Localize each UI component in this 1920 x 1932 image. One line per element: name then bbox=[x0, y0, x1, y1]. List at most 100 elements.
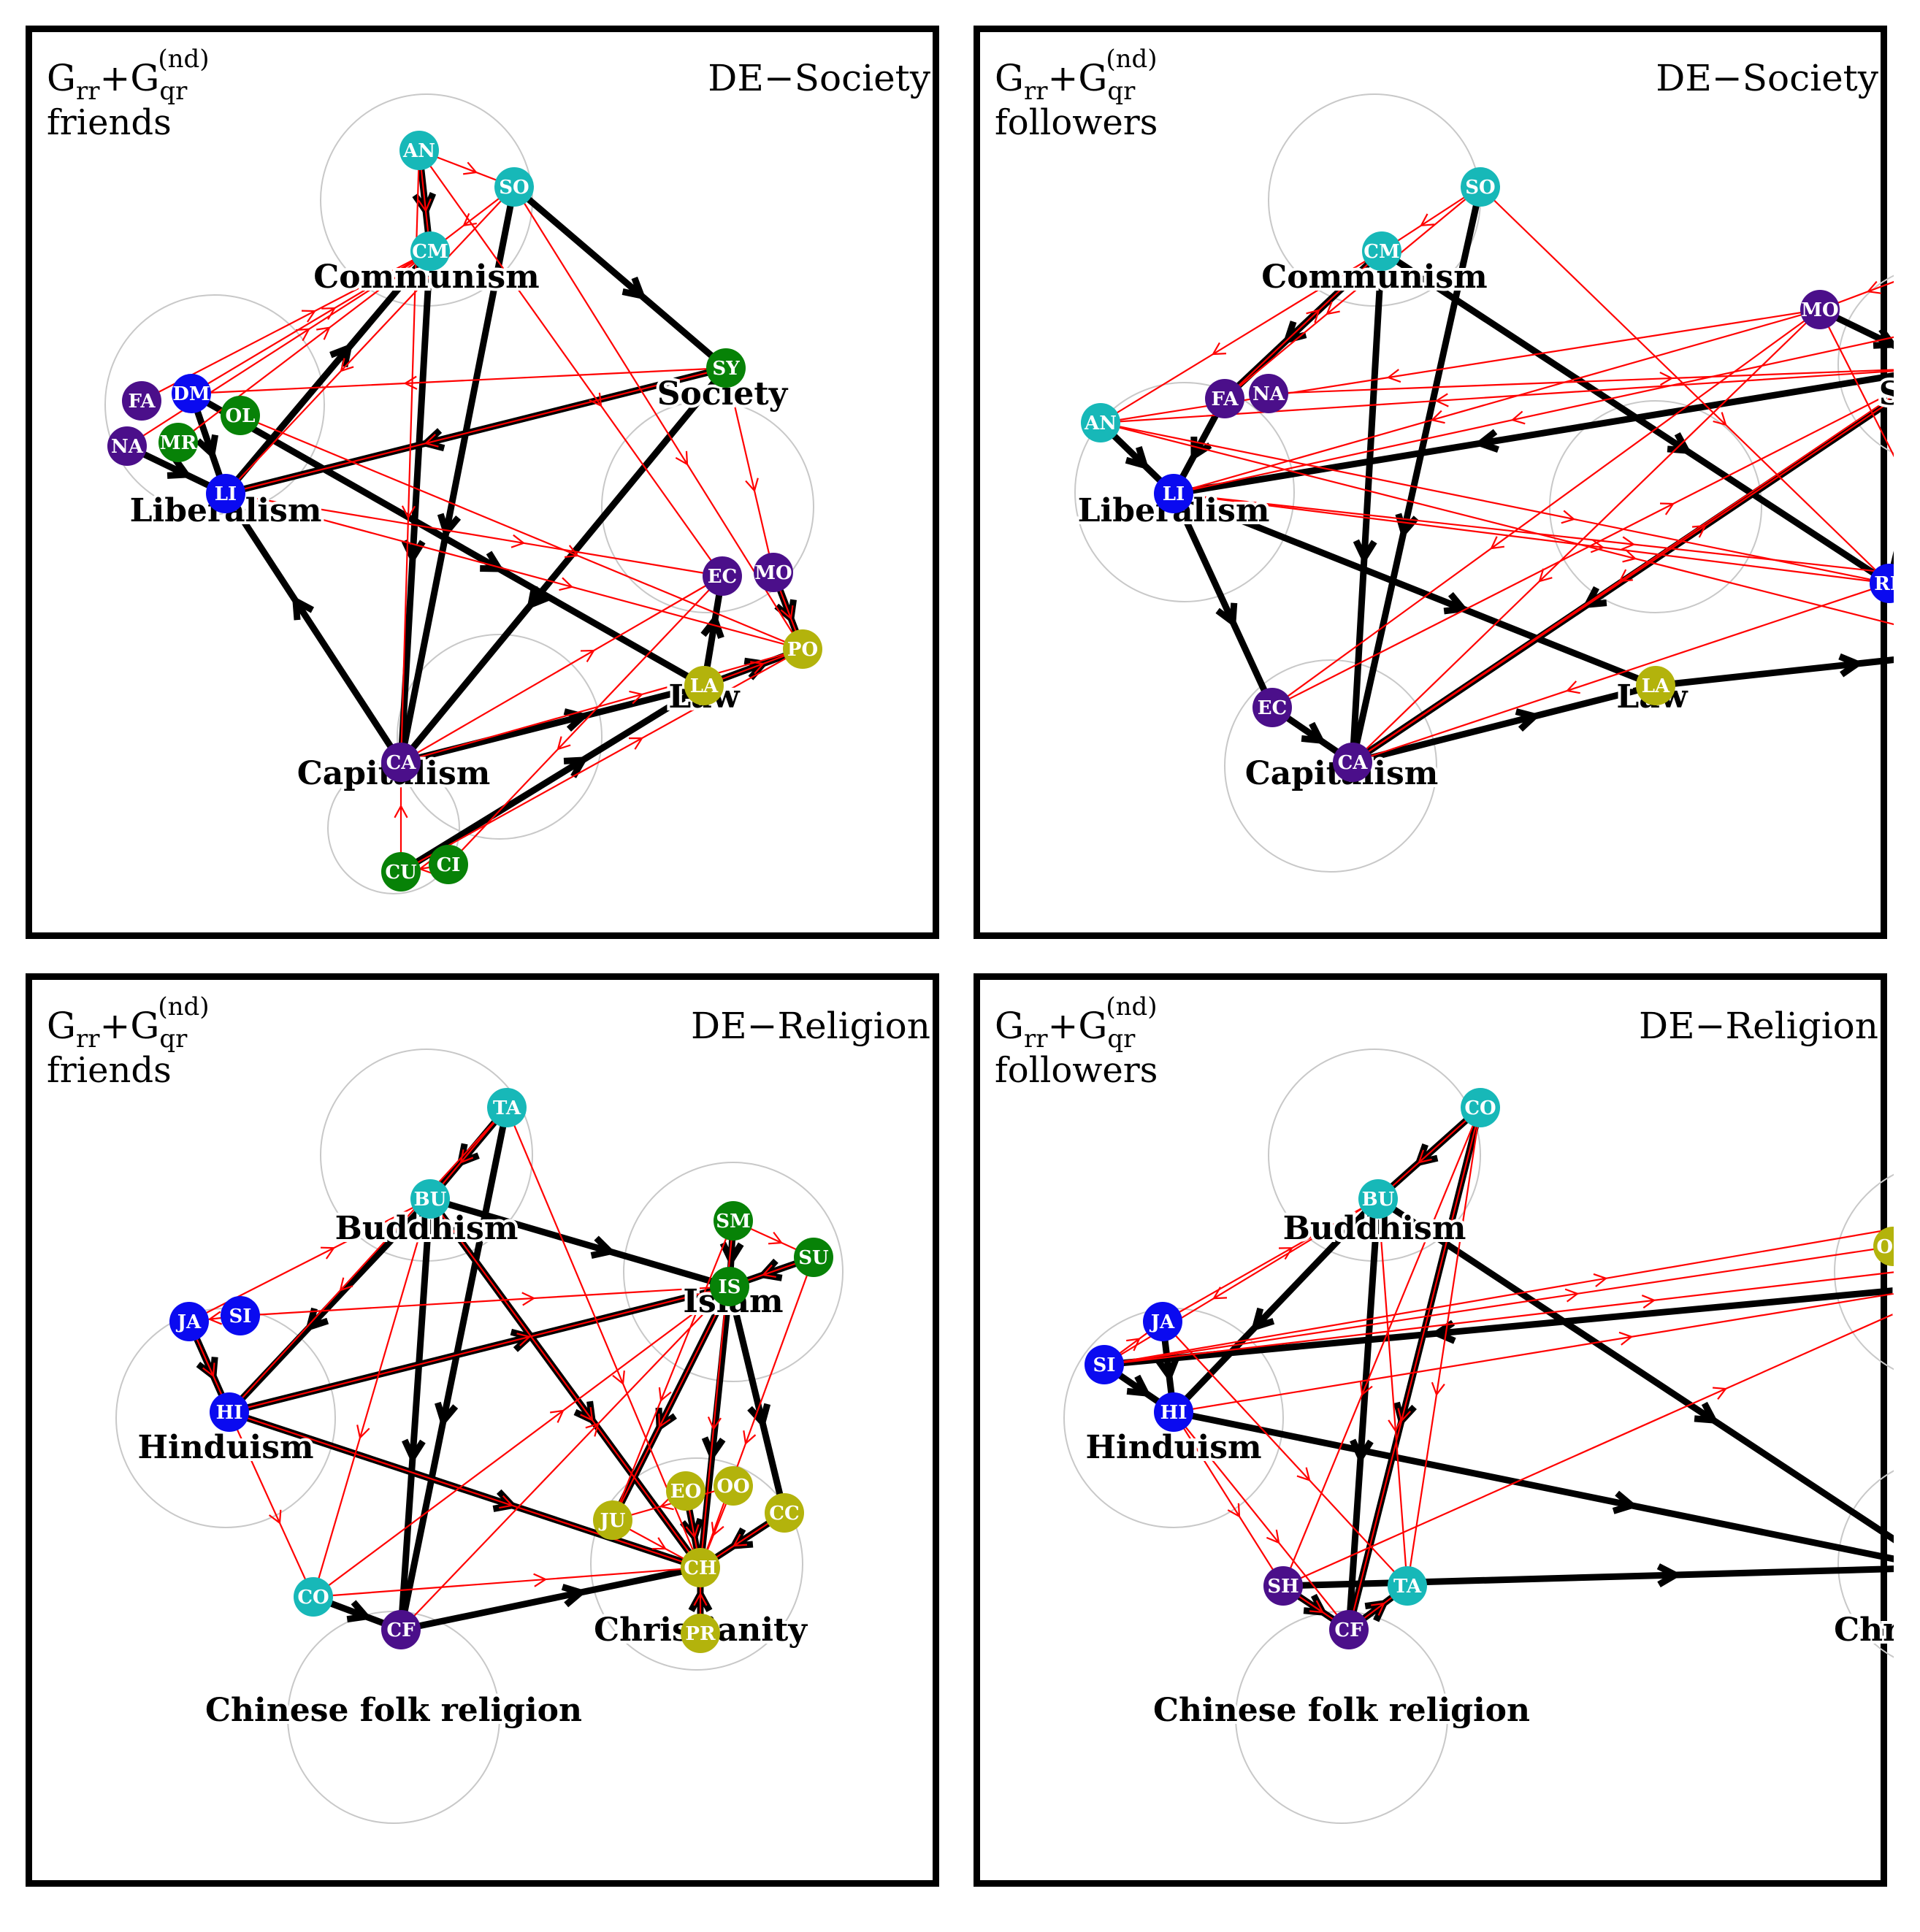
node-eo: EO bbox=[666, 1471, 705, 1511]
red-edge-arrowhead bbox=[580, 1407, 594, 1422]
node-co: CO bbox=[1461, 1088, 1500, 1127]
node-label: BU bbox=[1362, 1189, 1395, 1211]
node-label: OL bbox=[226, 405, 256, 427]
node-label: JA bbox=[176, 1311, 202, 1333]
red-edge-arrowhead bbox=[693, 1592, 708, 1606]
node-circle bbox=[684, 666, 724, 705]
group-circle bbox=[590, 1457, 803, 1671]
node-cf: CF bbox=[381, 1610, 421, 1649]
red-edge-line bbox=[1406, 1106, 1482, 1587]
node-circle bbox=[429, 845, 468, 884]
node-is: IS bbox=[710, 1267, 749, 1306]
node-label: CF bbox=[386, 1619, 416, 1641]
black-edge bbox=[1349, 248, 1385, 766]
red-edge-arrowhead bbox=[1296, 1467, 1311, 1481]
node-circle bbox=[1333, 743, 1372, 782]
black-edge-line bbox=[397, 1564, 704, 1633]
red-edge-line bbox=[1271, 308, 1821, 709]
node-label: BU bbox=[414, 1189, 447, 1211]
node-circle bbox=[1870, 564, 1894, 603]
node-circle bbox=[399, 131, 439, 170]
red-edge-arrowhead bbox=[1359, 1381, 1373, 1397]
node-label: LI bbox=[1163, 483, 1185, 505]
red-edge-arrowhead bbox=[550, 1409, 565, 1423]
red-edge-arrowhead bbox=[564, 545, 580, 559]
node-su: SU bbox=[794, 1238, 833, 1277]
red-edge bbox=[224, 492, 804, 651]
node-an: AN bbox=[1081, 403, 1120, 442]
panel-dataset: DE−Society bbox=[1656, 57, 1879, 99]
red-edge-line bbox=[190, 250, 432, 395]
node-label: CU bbox=[385, 862, 417, 883]
node-an: AN bbox=[399, 131, 439, 170]
black-edge bbox=[222, 490, 405, 766]
red-edge-arrowhead bbox=[1561, 510, 1576, 524]
red-edge-arrowhead bbox=[651, 1537, 668, 1550]
red-edge bbox=[312, 1197, 432, 1598]
black-edge-arrowhead bbox=[167, 457, 193, 479]
node-sm: SM bbox=[714, 1201, 753, 1241]
red-edge-arrowhead bbox=[707, 1417, 722, 1431]
node-label: TA bbox=[493, 1097, 521, 1119]
black-edge-arrowhead bbox=[305, 1307, 329, 1333]
group-label: Chinese folk religion bbox=[1153, 1692, 1530, 1729]
red-edge-arrowhead bbox=[516, 1333, 532, 1346]
black-edge-arrowhead bbox=[1473, 429, 1500, 453]
red-edge-line bbox=[1223, 250, 1383, 400]
nodes: COBUSMOOSUISJASIHIJUCCPREOCHSHTACF bbox=[1085, 1088, 1894, 1649]
node-circle bbox=[593, 1500, 632, 1540]
node-label: CO bbox=[1464, 1097, 1496, 1119]
node-ca: CA bbox=[1333, 743, 1372, 782]
black-edge-line bbox=[1280, 1565, 1894, 1590]
node-circle bbox=[1329, 1610, 1369, 1649]
group-circle bbox=[1834, 1173, 1894, 1371]
node-sy: SY bbox=[706, 348, 746, 388]
red-edge-line bbox=[224, 367, 727, 495]
red-edge-arrowhead bbox=[1418, 1149, 1432, 1164]
black-edge bbox=[1170, 372, 1894, 497]
node-label: CM bbox=[412, 241, 448, 263]
node-cm: CM bbox=[1362, 231, 1401, 271]
node-circle bbox=[381, 1610, 421, 1649]
red-edge bbox=[224, 492, 724, 578]
black-edge-arrowhead bbox=[1301, 721, 1326, 745]
red-edge bbox=[177, 250, 432, 444]
black-edge-arrowhead bbox=[1215, 602, 1238, 629]
node-label: HI bbox=[1160, 1402, 1187, 1424]
black-edge bbox=[1170, 1408, 1894, 1563]
black-edge-line bbox=[427, 1195, 733, 1290]
red-edge-arrowhead bbox=[321, 307, 337, 321]
node-si: SI bbox=[221, 1296, 260, 1335]
node-label: RE bbox=[1874, 573, 1894, 595]
red-edge-line bbox=[1271, 391, 1894, 709]
black-edges bbox=[1097, 183, 1894, 766]
red-edge bbox=[228, 1411, 702, 1569]
node-oo: OO bbox=[714, 1466, 753, 1506]
node-ci: CI bbox=[429, 845, 468, 884]
node-circle bbox=[487, 1088, 527, 1127]
black-edge-line bbox=[1345, 1195, 1382, 1633]
black-edge-line bbox=[1170, 490, 1659, 689]
panel-bottom-right: BuddhismIslamHinduismChristianityChinese… bbox=[974, 973, 1894, 1887]
black-edge bbox=[397, 1564, 704, 1633]
red-edge-arrowhead bbox=[658, 1413, 671, 1429]
node-circle bbox=[703, 556, 742, 596]
red-edge-arrowhead bbox=[499, 1495, 514, 1509]
node-co: CO bbox=[294, 1577, 333, 1617]
node-circle bbox=[1636, 666, 1675, 705]
red-edge-line bbox=[399, 648, 804, 764]
black-edge-line bbox=[1101, 1287, 1894, 1368]
red-edge-arrowhead bbox=[628, 737, 644, 750]
black-edge bbox=[1349, 682, 1659, 766]
black-edge-arrowhead bbox=[561, 1584, 588, 1608]
black-edge-arrowhead bbox=[1353, 539, 1377, 565]
black-edge-line bbox=[397, 682, 708, 875]
red-edge bbox=[1099, 421, 1894, 626]
black-edge-arrowhead bbox=[291, 595, 315, 621]
red-edge-arrowhead bbox=[340, 358, 354, 372]
node-hi: HI bbox=[1154, 1392, 1193, 1432]
red-edge bbox=[724, 367, 775, 574]
red-edge-arrowhead bbox=[612, 1370, 625, 1386]
node-circle bbox=[1362, 231, 1401, 271]
